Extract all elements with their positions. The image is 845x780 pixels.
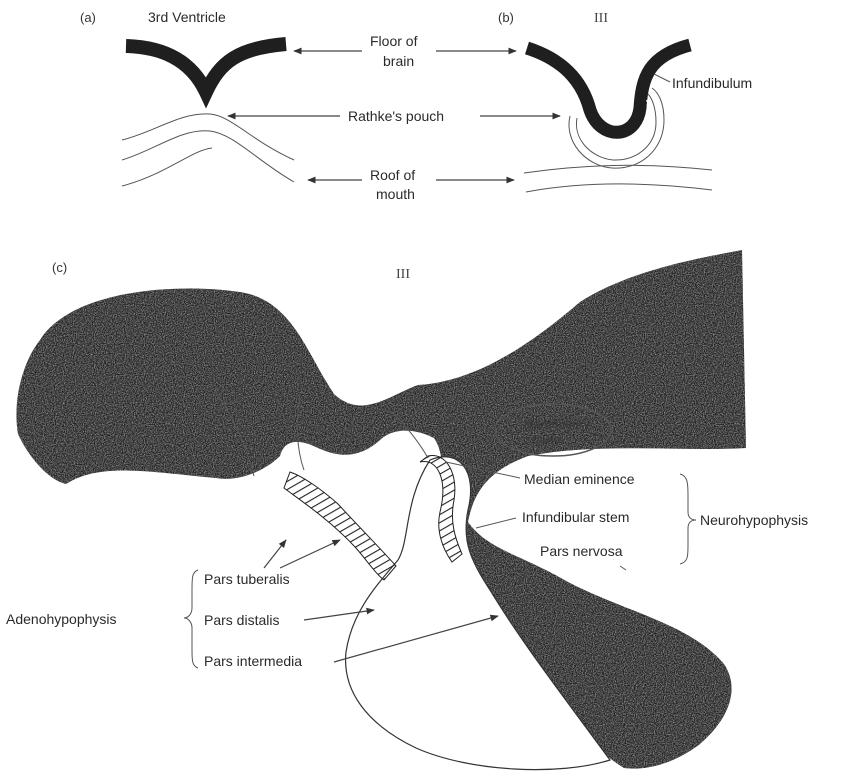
panel-a-label: (a)	[80, 10, 96, 25]
rathkes-pouch-label: Rathke's pouch	[348, 108, 444, 124]
rathkes-pouch-a	[122, 114, 294, 160]
panel-c-label: (c)	[52, 260, 67, 275]
panel-a: (a) 3rd Ventricle	[80, 9, 294, 186]
infundibular-stem-label: Infundibular stem	[522, 509, 629, 525]
pars-intermedia-label: Pars intermedia	[204, 653, 302, 669]
pars-distalis-label: Pars distalis	[204, 612, 279, 628]
median-eminence-label: Median eminence	[524, 471, 635, 487]
roof-of-mouth-label-line1: Roof of	[370, 167, 415, 183]
floor-of-brain-a	[126, 44, 286, 92]
pars-tuberalis-arrow-right	[280, 540, 340, 568]
floor-of-brain-label-line1: Floor of	[370, 33, 418, 49]
adenohypophysis-label: Adenohypophysis	[6, 611, 117, 627]
roof-of-mouth-a	[122, 148, 212, 186]
infundibulum-label: Infundibulum	[672, 75, 752, 91]
pars-tuberalis-arrow-left	[264, 540, 286, 568]
rathkes-pouch-a-inner	[122, 131, 294, 182]
third-ventricle-roman-c: III	[396, 267, 410, 282]
third-ventricle-label: 3rd Ventricle	[148, 9, 226, 25]
neurohypophysis-label: Neurohypophysis	[700, 512, 808, 528]
adenohypophysis-brace	[184, 570, 198, 668]
third-ventricle-roman-b: III	[594, 11, 608, 26]
pars-nervosa-label: Pars nervosa	[540, 543, 623, 559]
infundibular-stem-pointer	[476, 518, 516, 528]
pars-tuberalis-label: Pars tuberalis	[204, 571, 290, 587]
roof-of-mouth-label-line2: mouth	[376, 186, 415, 202]
panel-c: (c) III Mammillary body Median eminence …	[6, 250, 808, 770]
pars-tuberalis-hatch-left	[284, 472, 396, 580]
floor-of-brain-b	[527, 45, 690, 132]
infundibulum-pointer	[654, 74, 670, 82]
mammillary-body-label-line2: body	[532, 433, 561, 447]
roof-of-mouth-b-lower	[526, 184, 712, 192]
floor-of-brain-label-line2: brain	[383, 53, 414, 69]
pars-nervosa-pointer	[620, 566, 626, 570]
panel-b: (b) III Infundibulum	[498, 10, 752, 192]
mammillary-body-label-line1: Mammillary	[524, 417, 590, 431]
neurohypophysis-brace	[680, 474, 696, 564]
roof-of-mouth-b	[524, 165, 712, 173]
shared-labels: Floor of brain Rathke's pouch Roof of mo…	[228, 33, 560, 202]
panel-b-label: (b)	[498, 10, 514, 25]
